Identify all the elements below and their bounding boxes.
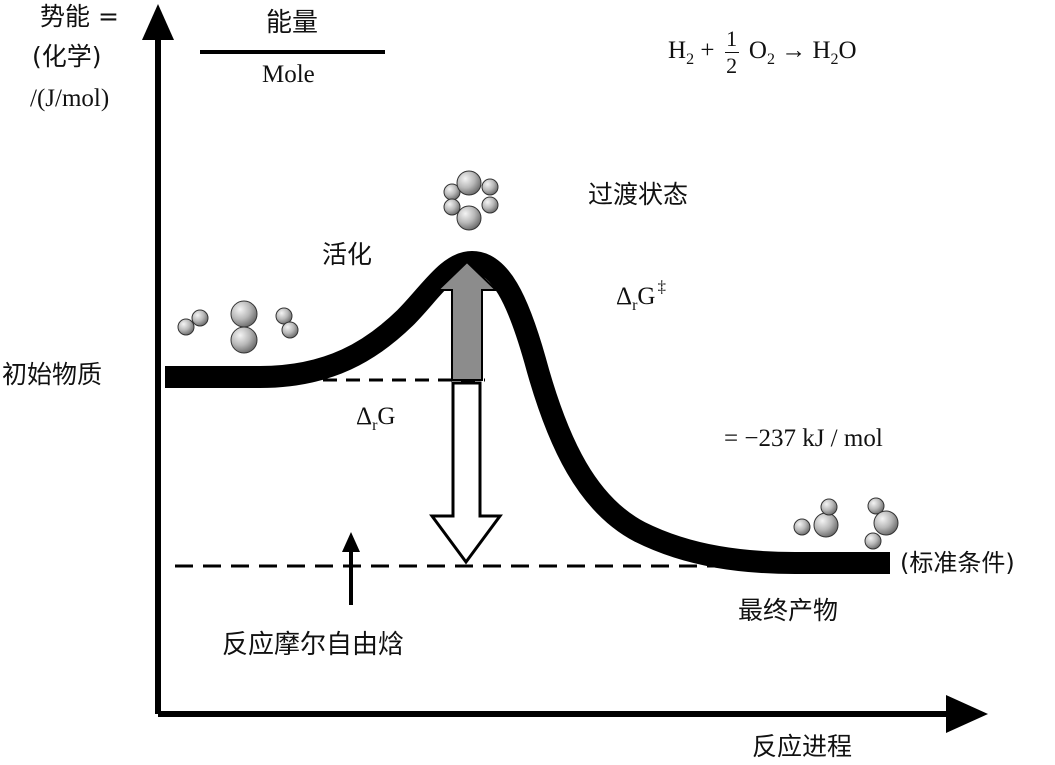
eq-product-sub: 2	[830, 51, 839, 69]
reaction-equation: H2 + 1 2 O2 → H2O	[668, 28, 857, 77]
legend-denominator: Mole	[262, 61, 315, 88]
eq-product: H	[812, 37, 831, 65]
activation-symbol: G	[637, 283, 656, 310]
standard-conditions-label: (标准条件)	[900, 549, 1015, 577]
activation-energy-label: ΔrG‡	[616, 278, 666, 314]
eq-reactant2-sub: 2	[766, 51, 775, 69]
eq-frac-num: 1	[726, 26, 738, 51]
delta-g-value: = −237 kJ / mol	[724, 425, 883, 452]
transition-state-label: 过渡状态	[588, 180, 689, 209]
activation-label: 活化	[322, 240, 373, 269]
initial-substance-label: 初始物质	[2, 360, 103, 389]
gibbs-energy-arrow	[342, 532, 360, 605]
activation-delta: Δ	[616, 283, 633, 310]
eq-plus: +	[700, 37, 715, 65]
eq-reactant1: H	[668, 37, 687, 65]
delta-g-arrow	[429, 381, 503, 565]
activation-arrow	[435, 260, 499, 381]
activation-sup: ‡	[657, 277, 666, 296]
delta-g-sub: r	[372, 417, 378, 434]
y-axis-label-line3: /(J/mol)	[30, 85, 110, 112]
x-axis-label: 反应进程	[752, 732, 853, 761]
eq-product-tail: O	[838, 37, 857, 65]
delta-g-label: ΔrG	[356, 404, 395, 434]
gibbs-energy-label: 反应摩尔自由焓	[222, 630, 405, 660]
y-axis	[142, 4, 174, 714]
x-axis	[158, 695, 988, 733]
final-product-label: 最终产物	[738, 596, 839, 625]
delta-g-delta: Δ	[356, 403, 373, 430]
eq-fraction: 1 2	[724, 26, 739, 78]
eq-arrow: →	[781, 37, 807, 65]
product-molecules	[793, 497, 899, 550]
eq-frac-den: 2	[726, 53, 738, 78]
eq-reactant1-sub: 2	[686, 51, 695, 69]
activation-sub: r	[632, 297, 638, 314]
delta-g-symbol: G	[377, 403, 396, 430]
y-axis-label-line2: (化学)	[32, 42, 102, 71]
legend-numerator: 能量	[266, 8, 319, 38]
eq-reactant2: O	[748, 37, 767, 65]
energy-curve	[165, 251, 890, 574]
reactant-molecules	[177, 300, 299, 354]
y-axis-label-line1: 势能 =	[40, 2, 119, 31]
transition-state-molecules	[443, 170, 499, 231]
